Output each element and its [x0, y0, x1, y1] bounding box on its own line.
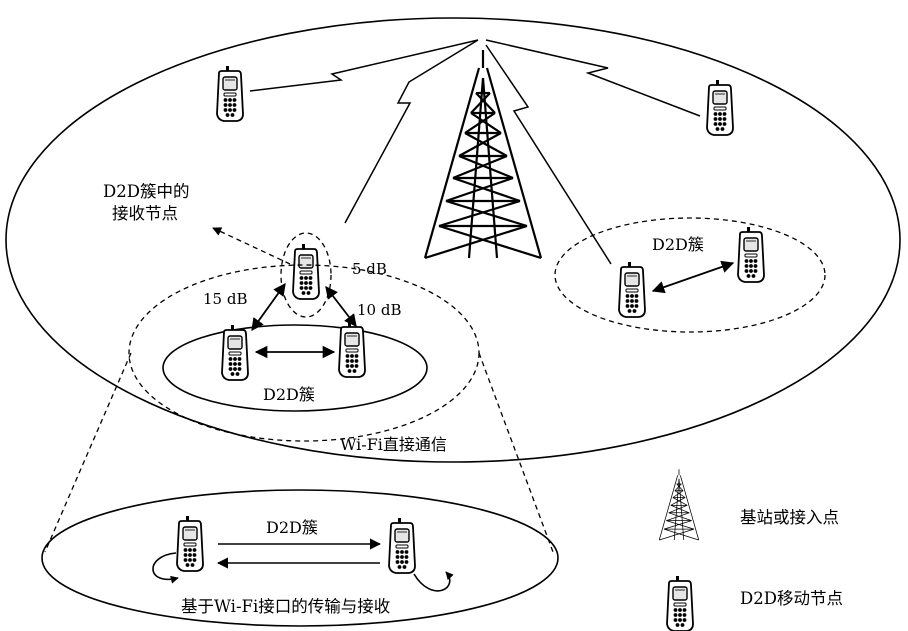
label-left-cluster: D2D簇 — [263, 385, 315, 404]
label-15db: 15 dB — [203, 290, 247, 308]
self-loop-left — [153, 553, 178, 579]
link-15db — [252, 284, 285, 330]
left-cluster-phone-1-icon — [222, 325, 248, 380]
wireless-links — [250, 40, 700, 264]
label-10db: 10 dB — [357, 301, 401, 319]
detail-phone-left-icon — [177, 516, 203, 571]
self-loop-right — [414, 572, 450, 591]
zoom-line-right — [479, 353, 553, 552]
detail-phone-right-icon — [389, 518, 415, 573]
receiver-phone-icon — [293, 244, 319, 299]
phone-top-right-icon — [707, 80, 733, 135]
label-bottom-cluster: D2D簇 — [266, 518, 318, 537]
base-station-tower-icon — [425, 50, 541, 258]
zoom-line-left — [45, 353, 131, 552]
cell-coverage-ellipse — [6, 18, 900, 462]
label-wifi-direct: Wi-Fi直接通信 — [340, 435, 447, 454]
legend-base-station-label: 基站或接入点 — [740, 508, 839, 527]
right-cluster-phone-2-icon — [738, 227, 764, 282]
right-cluster-phone-1-icon — [619, 262, 645, 317]
label-bottom-caption: 基于Wi-Fi接口的传输与接收 — [181, 597, 390, 616]
phone-top-left-icon — [217, 66, 243, 121]
receiver-pointer-arrow — [213, 228, 290, 264]
receiver-label-line1: D2D簇中的 — [103, 182, 189, 201]
legend-phone-icon — [667, 576, 693, 631]
receiver-label-line2: 接收节点 — [112, 204, 178, 223]
legend-mobile-node-label: D2D移动节点 — [740, 589, 843, 608]
cluster-link-right — [653, 263, 733, 291]
legend-tower-icon — [659, 469, 698, 540]
label-5db: 5 dB — [352, 260, 387, 278]
label-right-cluster: D2D簇 — [652, 235, 704, 254]
link-10db — [326, 287, 356, 326]
left-cluster-phone-2-icon — [339, 322, 365, 377]
